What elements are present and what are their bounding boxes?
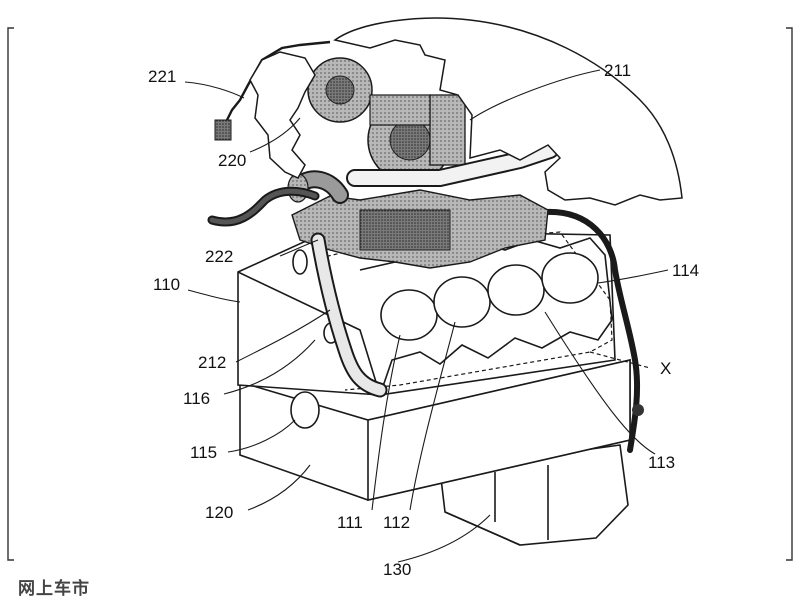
leader-lines [184,69,669,563]
page-frame [7,27,793,561]
callout-110: 110 [153,275,180,294]
callout-114: 114 [672,261,699,280]
coolant-hose [542,208,641,453]
callout-221: 221 [148,67,176,86]
callout-labels: 221 211 220 222 110 114 212 X 116 115 11… [148,61,699,579]
callout-115: 115 [190,443,217,462]
callout-220: 220 [218,151,246,170]
cutaway-cover [249,17,683,206]
watermark-text: 网上车市 [18,579,90,599]
cylinder-bore-114 [541,252,599,304]
callout-211: 211 [604,61,631,80]
callout-113: 113 [648,453,675,472]
callout-112: 112 [383,513,410,532]
callout-222: 222 [205,247,233,266]
callout-130: 130 [383,560,411,579]
cylinder-bore-111 [380,289,438,341]
callout-111: 111 [337,513,363,532]
turbo-assembly-photo [207,40,559,398]
callout-120: 120 [205,503,233,522]
cylinder-bore-112 [433,276,491,328]
callout-212: 212 [198,353,226,372]
bore-115 [290,391,320,429]
callout-116: 116 [183,389,210,408]
port-upper [292,249,308,275]
cylinder-bore-113 [487,264,545,316]
callout-x: X [660,359,671,378]
